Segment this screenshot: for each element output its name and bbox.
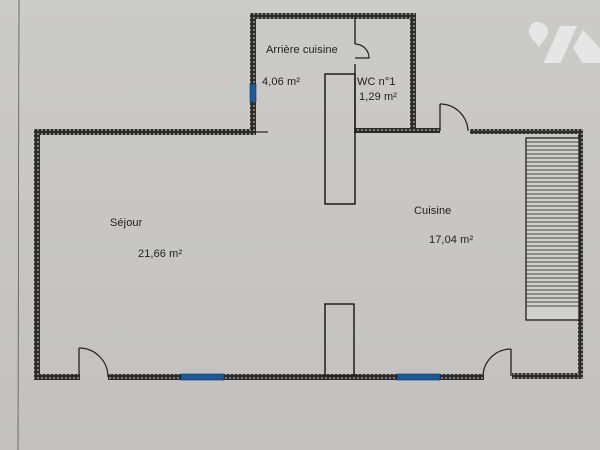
door-swing-icon <box>482 348 512 377</box>
page-margin-line <box>17 0 20 450</box>
room-name-cuisine: Cuisine <box>414 205 452 217</box>
staircase-icon <box>525 137 580 321</box>
window-icon <box>180 373 225 381</box>
agency-logo-icon <box>529 22 600 63</box>
window-icon <box>396 373 441 381</box>
room-name-wc: WC n°1 <box>357 76 396 88</box>
door-swing-icon <box>78 347 109 378</box>
exterior-walls <box>34 13 583 380</box>
room-area-arriere-cuisine: 4,06 m² <box>262 76 300 88</box>
duct-column <box>324 73 356 205</box>
room-name-sejour: Séjour <box>110 217 143 229</box>
door-swing-icon <box>354 43 370 59</box>
room-name-arriere-cuisine: Arrière cuisine <box>266 44 338 56</box>
wc-partition <box>354 16 370 131</box>
room-area-sejour: 21,66 m² <box>138 248 183 260</box>
room-area-cuisine: 17,04 m² <box>429 234 474 246</box>
window-icon <box>249 83 257 103</box>
room-area-wc: 1,29 m² <box>359 91 397 103</box>
pillar <box>324 303 355 377</box>
door-swing-icon <box>439 103 469 132</box>
